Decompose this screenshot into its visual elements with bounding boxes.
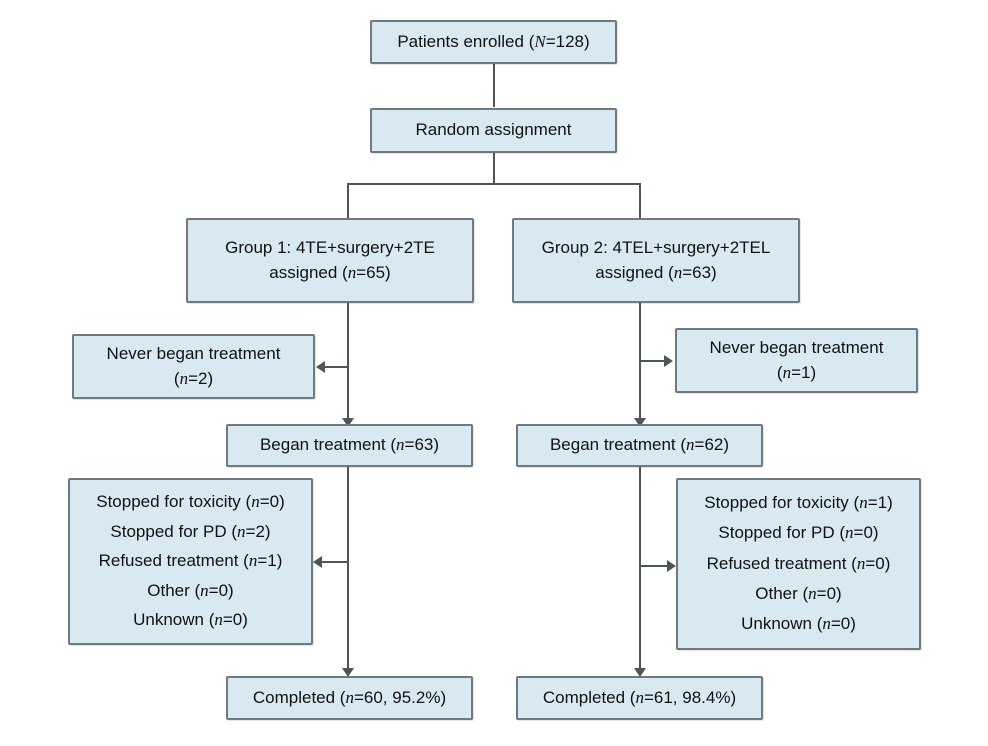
connector-branch-discontinued-right [641,565,668,567]
connector-began-to-completed-right [639,467,641,673]
arrowhead-began-to-completed-right [634,668,646,677]
group-2-line-1: Group 2: 4TEL+surgery+2TEL [541,237,771,257]
connector-randomization-down [493,153,495,184]
connector-branch-never-began-right [641,360,665,362]
node-never-began-treatment-right: Never began treatment (n=1) [675,328,918,393]
group-1-line-2: assigned (n=65) [269,262,391,282]
discontinued-right-row-5: Unknown (n=0) [741,614,856,634]
discontinued-left-row-1: Stopped for toxicity (n=0) [96,492,285,512]
discontinued-left-row-4: Other (n=0) [147,580,234,600]
connector-branch-discontinued-left [322,561,349,563]
arrowhead-group2-to-began [634,418,646,427]
node-completed-right: Completed (n=61, 98.4%) [516,676,763,720]
discontinued-right-row-2: Stopped for PD (n=0) [718,523,879,543]
connector-enrolled-to-randomization [493,62,495,107]
node-began-treatment-right: Began treatment (n=62) [516,424,763,467]
discontinued-right-row-4: Other (n=0) [755,584,842,604]
discontinued-right-row-3: Refused treatment (n=0) [706,553,891,573]
connector-group1-to-began [347,303,349,423]
arrowhead-discontinued-right [667,560,676,572]
node-discontinued-right: Stopped for toxicity (n=1) Stopped for P… [676,478,921,650]
arrowhead-began-to-completed-left [342,668,354,677]
never-began-right-line-1: Never began treatment [709,337,884,357]
connector-group2-to-began [639,303,641,423]
node-discontinued-left: Stopped for toxicity (n=0) Stopped for P… [68,478,313,645]
discontinued-right-row-1: Stopped for toxicity (n=1) [704,492,893,512]
connector-split-right-drop [639,183,641,218]
discontinued-left-row-2: Stopped for PD (n=2) [110,521,271,541]
arrowhead-never-began-right [664,355,673,367]
never-began-left-line-2: (n=2) [173,368,214,388]
began-treatment-left-label: Began treatment (n=63) [259,435,440,455]
patients-enrolled-label: Patients enrolled (N=128) [397,31,590,51]
connector-branch-never-began-left [325,366,349,368]
node-completed-left: Completed (n=60, 95.2%) [226,676,473,720]
completed-right-label: Completed (n=61, 98.4%) [542,687,737,707]
node-group-2-assigned: Group 2: 4TEL+surgery+2TEL assigned (n=6… [512,218,800,303]
node-never-began-treatment-left: Never began treatment (n=2) [72,334,315,399]
discontinued-left-row-3: Refused treatment (n=1) [98,551,283,571]
began-treatment-right-label: Began treatment (n=62) [549,435,730,455]
arrowhead-never-began-left [316,361,325,373]
group-1-line-1: Group 1: 4TE+surgery+2TE [225,237,435,257]
node-began-treatment-left: Began treatment (n=63) [226,424,473,467]
connector-split-bus [347,183,641,185]
random-assignment-label: Random assignment [415,120,572,140]
connector-split-left-drop [347,183,349,218]
node-patients-enrolled: Patients enrolled (N=128) [370,20,617,64]
node-group-1-assigned: Group 1: 4TE+surgery+2TE assigned (n=65) [186,218,474,303]
connector-began-to-completed-left [347,467,349,673]
node-random-assignment: Random assignment [370,108,617,153]
arrowhead-group1-to-began [342,418,354,427]
discontinued-left-row-5: Unknown (n=0) [133,609,248,629]
group-2-line-2: assigned (n=63) [595,262,717,282]
completed-left-label: Completed (n=60, 95.2%) [252,687,447,707]
never-began-left-line-1: Never began treatment [106,343,281,363]
never-began-right-line-2: (n=1) [776,362,817,382]
arrowhead-discontinued-left [313,556,322,568]
